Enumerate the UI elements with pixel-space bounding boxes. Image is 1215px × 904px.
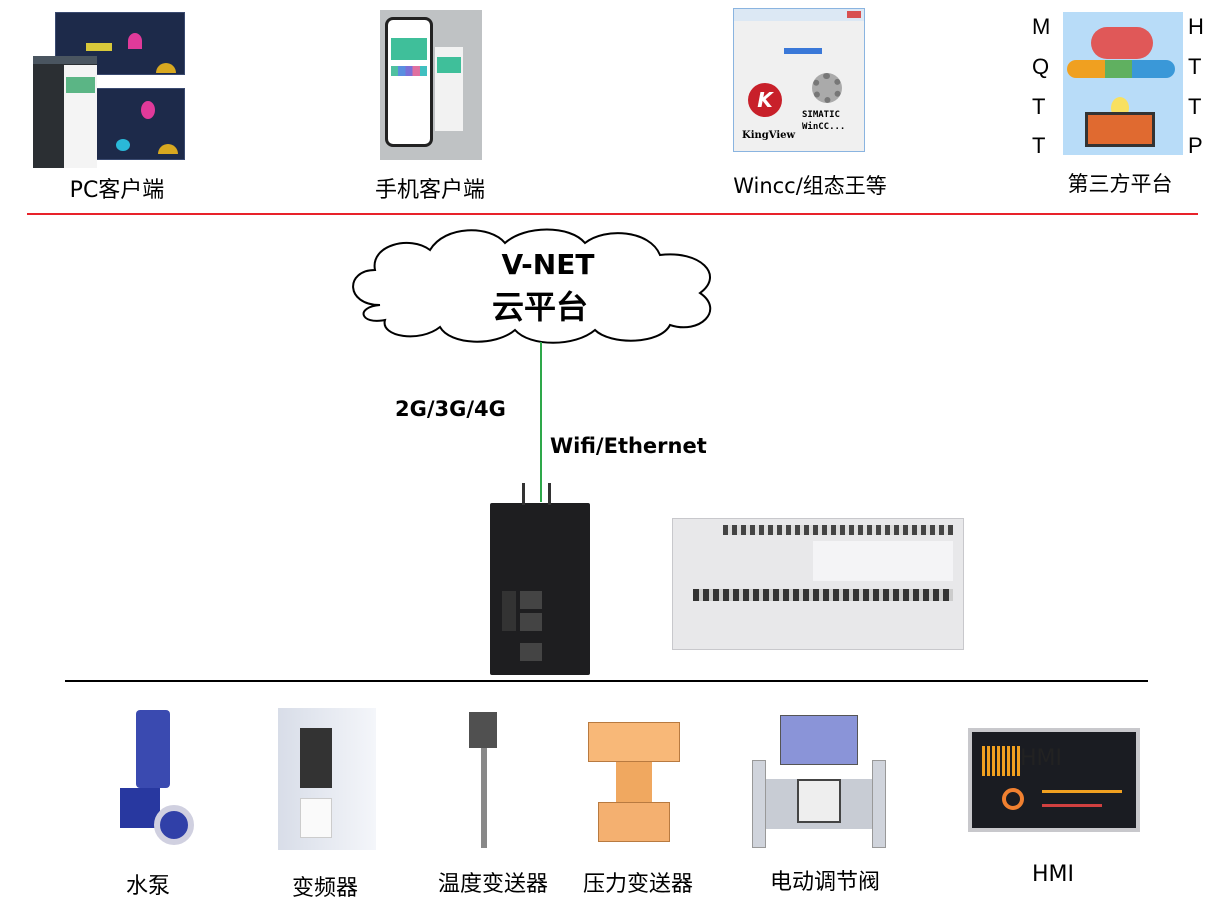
cloud-subtitle: 云平台	[491, 288, 589, 326]
pc-app-panel	[64, 65, 97, 168]
pc-client-label: PC客户端	[69, 178, 165, 203]
device-label-inverter: 变频器	[291, 876, 359, 901]
hmi-overlay-text: HMI	[1020, 746, 1063, 771]
bottom-divider	[65, 680, 1148, 682]
pc-dashboard-image-bottom	[95, 88, 185, 160]
electric-valve-image	[752, 715, 886, 850]
cloud-title: V-NET	[501, 248, 595, 281]
scada-login-window: K KingView SIMATIC WinCC...	[733, 8, 865, 152]
cloud-icon	[352, 228, 712, 344]
device-label-valve: 电动调节阀	[769, 870, 881, 895]
wired-label: Wifi/Ethernet	[550, 434, 707, 458]
third-party-image	[1063, 12, 1183, 155]
simatic-text: SIMATIC WinCC...	[802, 110, 846, 132]
mobile-client-image	[380, 10, 482, 160]
network-link-line	[540, 342, 542, 502]
device-label-pressure: 压力变送器	[582, 872, 694, 897]
kingview-text: KingView	[742, 130, 796, 141]
plc-image	[672, 518, 964, 650]
device-label-hmi: HMI	[1031, 862, 1075, 887]
water-pump-image	[108, 710, 196, 850]
cellular-label: 2G/3G/4G	[395, 397, 506, 421]
mobile-client-label: 手机客户端	[374, 178, 486, 203]
temperature-transmitter-image	[465, 712, 505, 850]
kingview-logo: K	[748, 83, 782, 117]
scada-label: Wincc/组态王等	[733, 174, 887, 198]
hmi-image	[968, 728, 1140, 832]
device-label-temperature: 温度变送器	[437, 872, 549, 897]
third-party-label: 第三方平台	[1067, 172, 1173, 196]
device-label-pump: 水泵	[125, 874, 171, 899]
iot-gateway-image	[490, 483, 590, 675]
simatic-gear-icon	[812, 73, 842, 103]
pressure-transmitter-image	[588, 712, 680, 847]
inverter-image	[278, 708, 376, 850]
top-divider	[27, 213, 1198, 215]
